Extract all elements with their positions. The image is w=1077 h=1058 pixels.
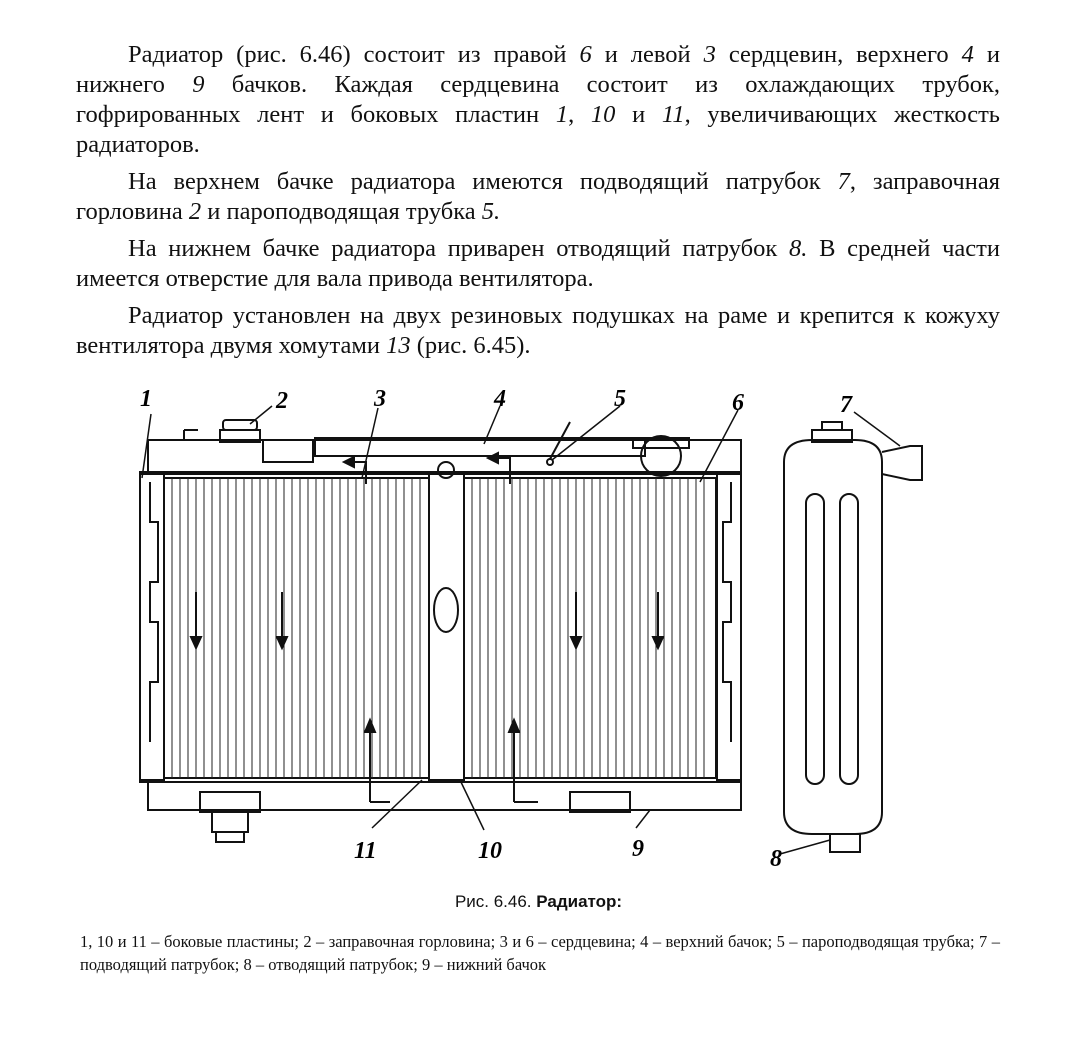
right-core xyxy=(463,477,717,779)
paragraph: На нижнем бачке радиатора приварен отвод… xyxy=(76,235,1000,292)
figure-caption: Рис. 6.46. Радиатор: xyxy=(0,892,1077,912)
callout-3: 3 xyxy=(373,386,386,412)
ref-number: 13 xyxy=(386,332,411,359)
callout-4: 4 xyxy=(493,386,506,412)
caption-title: Радиатор: xyxy=(536,892,623,911)
side-view xyxy=(783,421,923,853)
ref-number: 6 xyxy=(579,41,592,68)
frame xyxy=(139,471,742,783)
ref-number: 10 xyxy=(590,101,616,128)
ref-number: 3 xyxy=(703,41,716,68)
callout-7: 7 xyxy=(840,392,853,418)
body-text: Радиатор (рис. 6.46) состоит из правой 6… xyxy=(76,40,1000,368)
ref-number: 2 xyxy=(188,198,202,225)
lower-tank xyxy=(147,781,742,811)
paragraph: Радиатор установлен на двух резиновых по… xyxy=(76,302,1000,359)
ref-number: 4 xyxy=(961,41,974,68)
callout-2: 2 xyxy=(275,388,288,414)
ref-number: 5. xyxy=(481,198,501,225)
neck-circle xyxy=(640,435,682,477)
ref-number: 9 xyxy=(192,71,205,98)
ref-number: 7 xyxy=(837,168,850,195)
callout-8: 8 xyxy=(770,846,782,872)
ref-number: 1 xyxy=(555,101,569,128)
ref-number: 11 xyxy=(661,101,685,128)
caption-prefix: Рис. 6.46. xyxy=(454,892,537,911)
callout-1: 1 xyxy=(140,386,152,412)
radiator-figure: 1 2 3 4 5 6 7 8 9 10 11 xyxy=(139,386,923,872)
callout-5: 5 xyxy=(614,386,626,412)
callout-10: 10 xyxy=(478,838,502,864)
callout-9: 9 xyxy=(632,836,644,862)
paragraph: На верхнем бачке радиатора имеются подво… xyxy=(76,168,1000,225)
callout-6: 6 xyxy=(732,390,744,416)
figure-legend: 1, 10 и 11 – боковые пластины; 2 – запра… xyxy=(80,932,1000,974)
ref-number: 8. xyxy=(788,235,808,262)
center-plate xyxy=(428,473,465,781)
paragraph: Радиатор (рис. 6.46) состоит из правой 6… xyxy=(76,41,1000,158)
callout-11: 11 xyxy=(354,838,377,864)
